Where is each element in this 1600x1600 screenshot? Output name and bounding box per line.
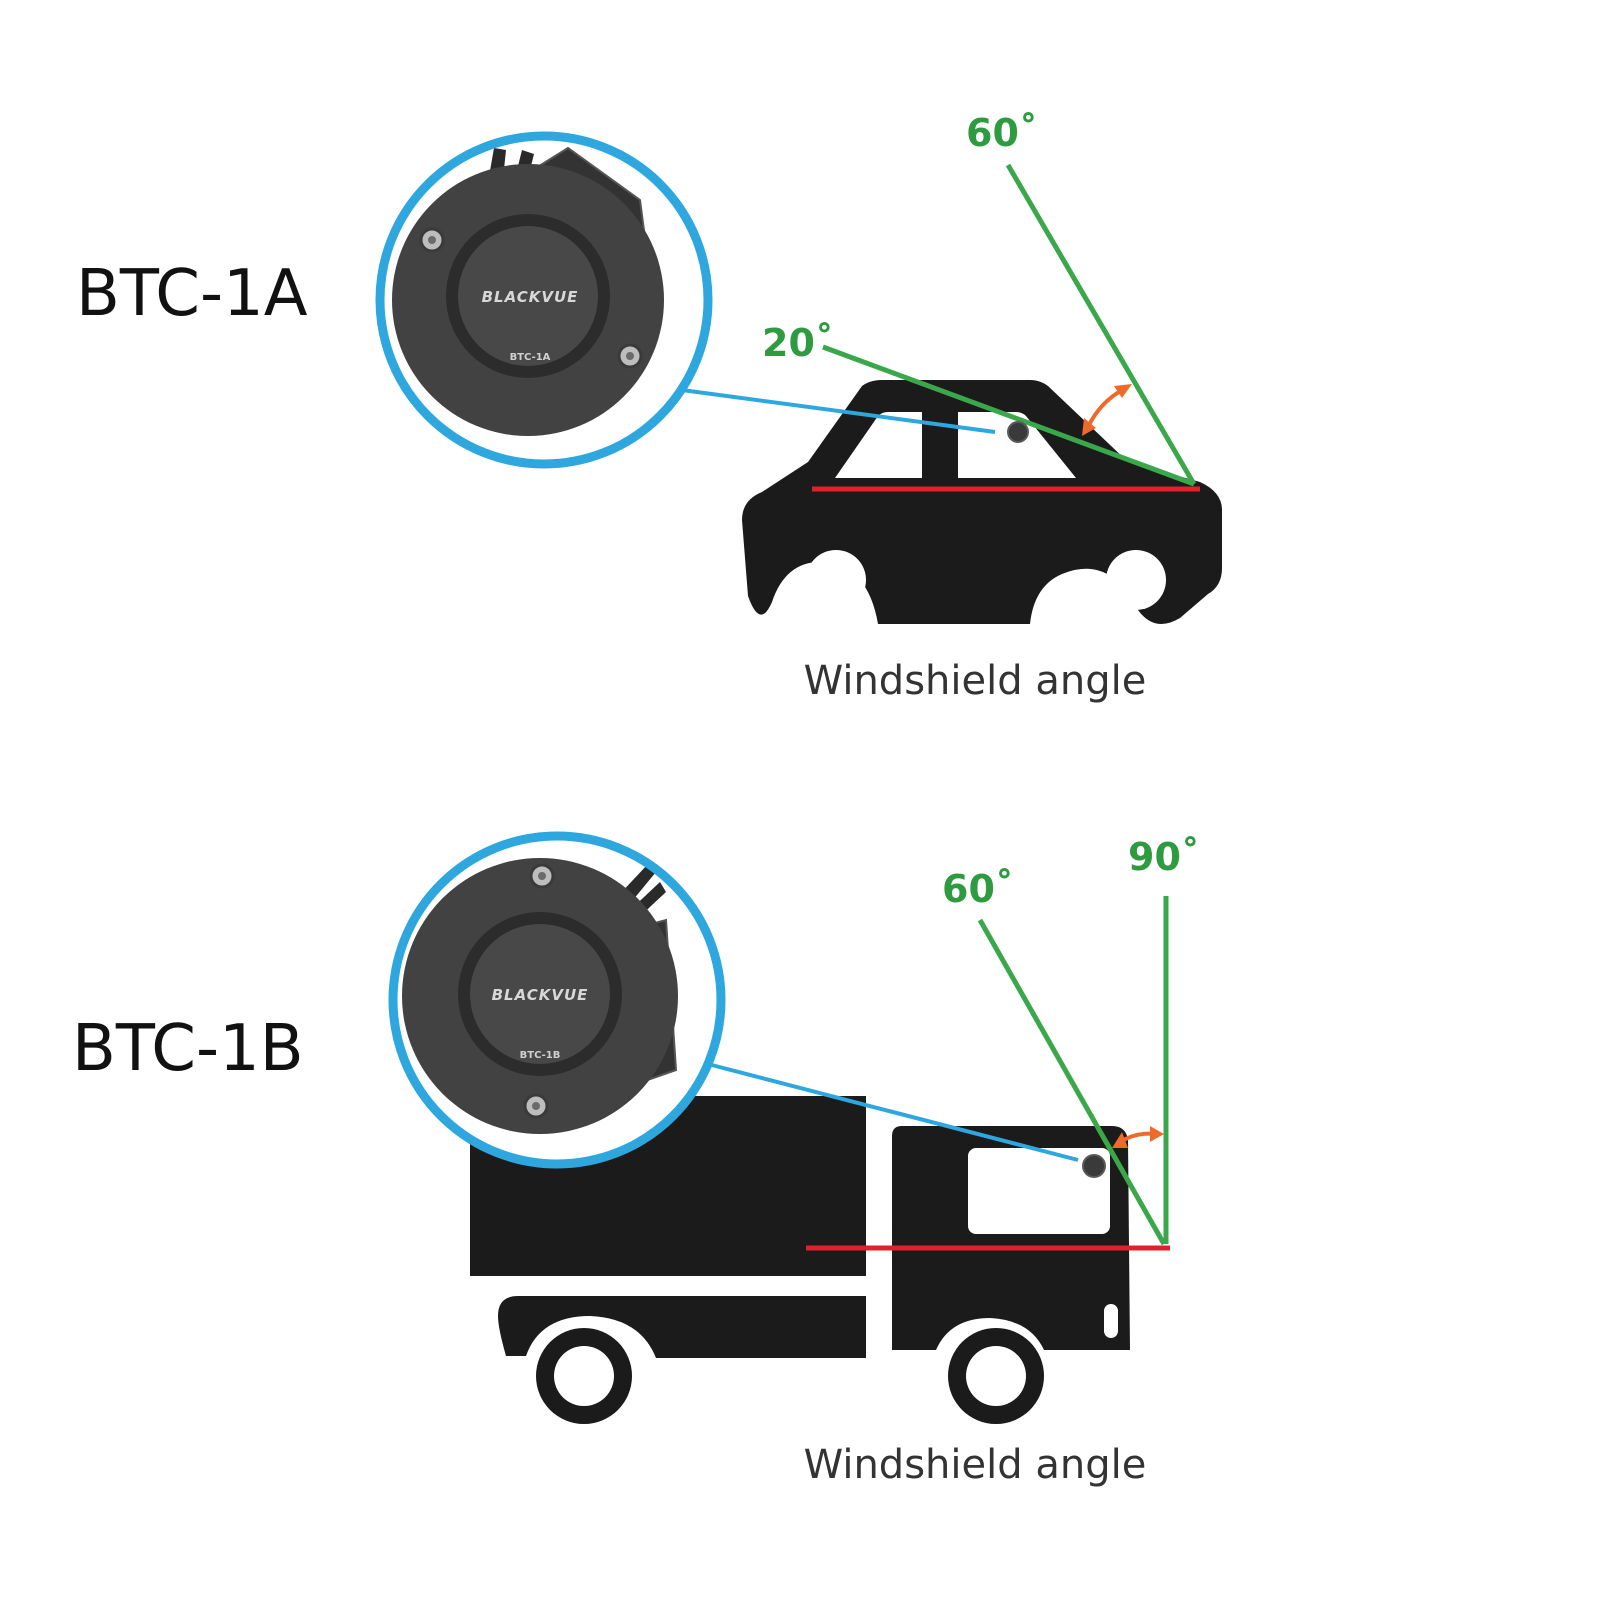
angle-range-arrow-icon — [1112, 1126, 1164, 1148]
model-label-btc-1a: BTC-1A — [76, 257, 308, 331]
car-silhouette-icon — [742, 380, 1222, 624]
angle-range-arrow-icon — [1082, 384, 1132, 436]
section-btc-1a: BTC-1A 20˚ 60˚ — [76, 111, 1222, 704]
zoom-circle-btc-1b: BLACKVUE BTC-1B — [388, 831, 726, 1169]
device-brand-text: BLACKVUE — [492, 986, 589, 1004]
angle-label-min: 60˚ — [942, 867, 1014, 911]
model-label-btc-1b: BTC-1B — [72, 1012, 304, 1086]
device-model-text: BTC-1A — [510, 352, 551, 363]
blackvue-btc-1a-mount-icon: BLACKVUE BTC-1A — [392, 146, 664, 436]
blackvue-btc-1b-mount-icon: BLACKVUE BTC-1B — [402, 858, 678, 1134]
angle-label-min: 20˚ — [762, 321, 834, 365]
caption-windshield-angle: Windshield angle — [804, 1442, 1147, 1488]
device-model-text: BTC-1B — [520, 1050, 561, 1061]
device-brand-text: BLACKVUE — [482, 288, 579, 306]
zoom-circle-btc-1a: BLACKVUE BTC-1A — [375, 131, 713, 469]
angle-line-min — [822, 344, 1195, 487]
caption-windshield-angle: Windshield angle — [804, 658, 1147, 704]
mounted-device-icon — [1082, 1154, 1106, 1178]
section-btc-1b: BTC-1B 60˚ 90˚ — [72, 831, 1200, 1488]
zoom-leader-line — [681, 388, 996, 434]
zoom-ring — [375, 131, 713, 469]
angle-line-max — [1005, 163, 1197, 486]
angle-label-max: 90˚ — [1128, 835, 1200, 879]
mounted-device-icon — [1007, 421, 1029, 443]
angle-line-min — [977, 918, 1167, 1246]
angle-label-max: 60˚ — [966, 111, 1038, 155]
zoom-ring — [388, 831, 726, 1169]
zoom-leader-line — [699, 1060, 1079, 1162]
